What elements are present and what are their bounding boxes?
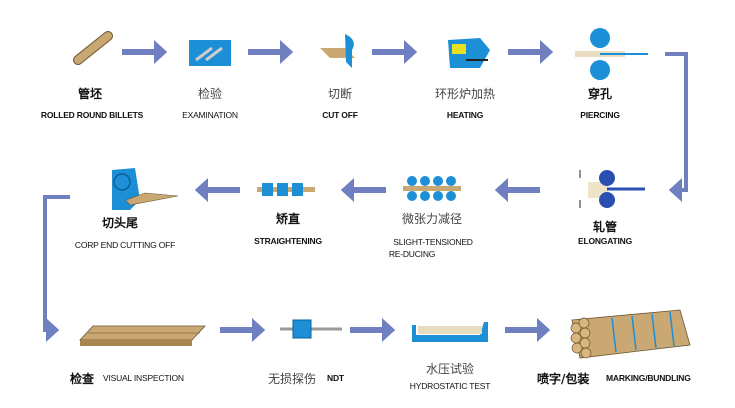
step-label-cn: 喷字/包装: [537, 372, 590, 386]
pipes-icon: [79, 325, 206, 346]
step-label-en: HYDROSTATIC TEST: [409, 381, 491, 391]
straightening-icon: [257, 183, 315, 196]
step-label-cn: 微张力减径: [401, 212, 463, 226]
reducing-rolls-icon: [403, 176, 461, 201]
piercing-rolls-icon: [575, 28, 648, 80]
step-label-en: EXAMINATION: [182, 110, 238, 120]
step-label-en: CORP END CUTTING OFF: [74, 240, 176, 250]
end-cutting-icon: [112, 168, 179, 210]
step-label-en: MARKING/BUNDLING: [606, 373, 691, 383]
step-label-en: VISUAL INSPECTION: [103, 373, 184, 383]
elongating-rolls-icon: [579, 170, 645, 208]
hydrotest-icon: [412, 322, 488, 342]
step-label-en: ELONGATING: [577, 236, 633, 246]
step-label-cn: 检查: [70, 372, 95, 386]
step-label-cn: 轧管: [592, 220, 618, 234]
step-label-cn: 管坯: [77, 87, 103, 101]
billet-icon: [73, 31, 113, 65]
connector-arrow: [43, 195, 70, 332]
step-label-en: CUT OFF: [322, 110, 358, 120]
step-label-en: SLIGHT-TENSIONED: [393, 237, 473, 247]
step-label-en: ROLLED ROUND BILLETS: [40, 110, 144, 120]
step-label-cn: 穿孔: [587, 87, 613, 101]
step-label-en: HEATING: [446, 110, 484, 120]
bundle-icon: [570, 309, 691, 359]
step-label-cn: 矫直: [275, 212, 301, 226]
examination-icon: [189, 40, 231, 66]
step-label-en: PIERCING: [580, 110, 620, 120]
step-label-en: NDT: [327, 373, 344, 383]
step-label-en-line2: RE-DUCING: [388, 249, 436, 259]
step-label-en: STRAIGHTENING: [254, 236, 322, 246]
step-label-cn: 水压试验: [425, 362, 475, 376]
step-label-cn: 环形炉加热: [434, 87, 496, 101]
cut-off-icon: [320, 34, 355, 68]
step-label-cn: 检验: [197, 87, 223, 101]
ndt-icon: [280, 319, 342, 339]
connector-arrow: [665, 52, 688, 192]
step-label-cn: 无损探伤: [268, 372, 317, 386]
furnace-icon: [448, 38, 490, 68]
step-label-cn: 切断: [327, 87, 353, 101]
step-label-cn: 切头尾: [101, 216, 139, 230]
